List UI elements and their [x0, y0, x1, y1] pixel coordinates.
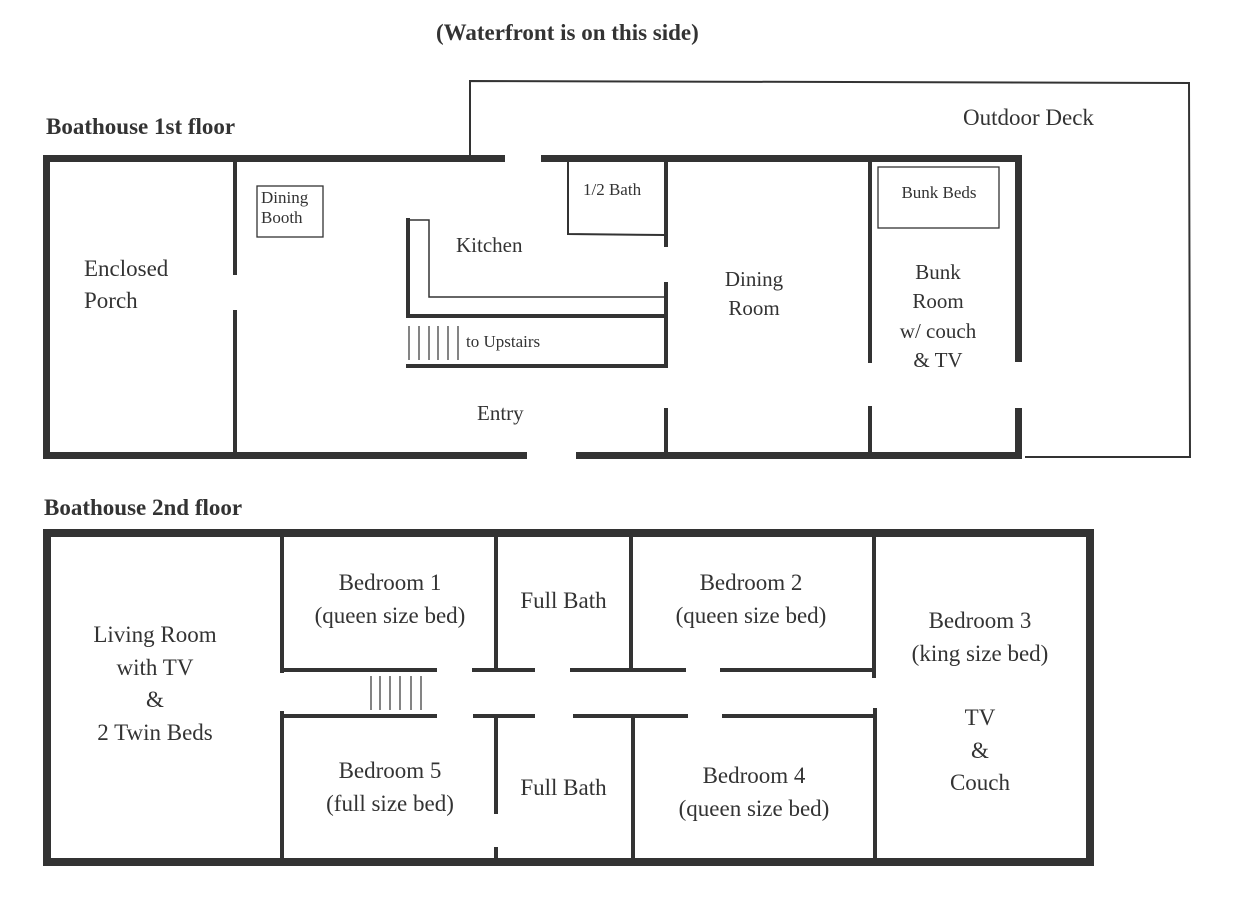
living-wall-upper: [280, 535, 284, 673]
bath-wall-upper-left: [494, 535, 498, 672]
dining-wall-lower: [664, 408, 668, 455]
half-bath-wall: [567, 160, 666, 236]
outer-wall-bottom-left: [43, 452, 527, 459]
outer-wall-top-left: [43, 155, 505, 162]
bath-wall-upper-right: [629, 535, 633, 672]
room-bedroom-3: Bedroom 3 (king size bed): [880, 605, 1080, 670]
room-label-line: Couch: [949, 770, 1011, 796]
hall-upper-d: [720, 668, 875, 672]
kitchen-stair-wall: [406, 314, 666, 318]
room-label-line: 2 Twin Beds: [97, 719, 213, 745]
outer-wall-top-right: [541, 155, 1022, 162]
bunk-beds-box: [877, 166, 1000, 229]
room-bedroom-4: Bedroom 4 (queen size bed): [654, 760, 854, 825]
to-upstairs-label: to Upstairs: [466, 332, 541, 351]
room-label-line: (queen size bed): [675, 602, 827, 628]
room-label-line: (full size bed): [326, 790, 454, 816]
room-label-line: Living Room: [93, 622, 217, 647]
hall-upper-b: [472, 668, 535, 672]
dining-booth: Dining Booth: [261, 188, 308, 229]
bath-wall-lower-right: [631, 716, 635, 861]
room-label-line: Bedroom 3: [928, 608, 1032, 633]
outdoor-deck-outline: [469, 79, 1192, 458]
living-wall-lower: [280, 711, 284, 861]
room-bedroom-1: Bedroom 1 (queen size bed): [290, 567, 490, 632]
first-floor-title: Boathouse 1st floor: [46, 114, 236, 139]
dining-wall-middle: [664, 282, 668, 368]
room-half-bath: 1/2 Bath: [583, 180, 642, 199]
room-kitchen: Kitchen: [456, 233, 523, 257]
room-bedroom-5: Bedroom 5 (full size bed): [290, 755, 490, 820]
hall-lower-a: [280, 714, 437, 718]
bunk-beds: Bunk Beds: [901, 183, 977, 202]
outer-wall-right-lower: [1015, 408, 1022, 459]
hall-upper-a: [280, 668, 437, 672]
room-bedroom-2: Bedroom 2 (queen size bed): [651, 567, 851, 632]
dining-booth-box: [256, 185, 324, 238]
hall-lower-c: [573, 714, 688, 718]
room-living-room: Living Room with TV & 2 Twin Beds: [55, 619, 255, 750]
hall-lower-b: [473, 714, 535, 718]
room-label-line: Bedroom 1: [338, 570, 442, 595]
stairs-icon-first-floor: [408, 326, 459, 360]
bedroom3-wall-upper: [872, 535, 876, 678]
room-bunk-room: Bunk Room w/ couch & TV: [878, 258, 998, 376]
room-label-line: Bedroom 5: [338, 758, 442, 783]
outer-wall-bottom: [43, 858, 1093, 866]
room-label-line: Enclosed: [84, 256, 169, 281]
room-label-line: Porch: [84, 287, 138, 313]
outer-wall-left: [43, 155, 50, 459]
kitchen-counter-outer: [406, 218, 410, 318]
stairs-icon-second-floor: [370, 676, 422, 710]
kitchen-counter-inner: [410, 219, 665, 298]
room-enclosed-porch: Enclosed Porch: [84, 255, 168, 314]
porch-wall-upper: [233, 160, 237, 275]
outer-wall-top: [43, 529, 1093, 537]
bath-wall-lower-left-b: [494, 847, 498, 861]
room-label-line: Room: [728, 296, 780, 321]
outer-wall-left: [43, 529, 51, 866]
bedroom3-wall-lower: [873, 708, 877, 861]
room-label-line: Room: [912, 289, 964, 314]
dining-wall-upper: [664, 160, 668, 247]
room-label-line: with TV: [116, 654, 194, 680]
room-label-line: Dining: [261, 188, 309, 207]
room-label-line: &: [971, 737, 989, 763]
room-label-line: & TV: [913, 348, 963, 373]
room-label-line: Dining: [724, 267, 784, 291]
outer-wall-right: [1086, 529, 1094, 866]
porch-wall-lower: [233, 310, 237, 455]
room-label-line: w/ couch: [899, 318, 977, 343]
bath-wall-lower-left-a: [494, 716, 498, 814]
room-label-line: Booth: [261, 208, 303, 228]
room-label-line: Bedroom 4: [702, 763, 806, 788]
outdoor-deck: Outdoor Deck: [963, 105, 1094, 130]
room-label-line: (queen size bed): [678, 795, 830, 821]
waterfront-note: (Waterfront is on this side): [436, 20, 699, 45]
bunk-room-wall-lower: [868, 406, 872, 455]
bunk-room-wall-upper: [868, 160, 872, 363]
hall-upper-c: [570, 668, 686, 672]
outer-wall-bottom-right: [576, 452, 1022, 459]
outer-wall-right-upper: [1015, 155, 1022, 362]
room-dining-room: Dining Room: [704, 265, 804, 324]
room-label-line: &: [146, 687, 164, 713]
hall-lower-d: [722, 714, 877, 718]
bedroom-3-amenities: TV & Couch: [930, 702, 1030, 800]
stair-bottom-wall: [406, 364, 668, 368]
first-floor-walls: [43, 79, 1192, 459]
room-label-line: (king size bed): [911, 640, 1049, 666]
room-label-line: (queen size bed): [314, 602, 466, 628]
room-entry: Entry: [477, 401, 524, 425]
room-label-line: Bunk: [915, 260, 961, 284]
room-label-line: TV: [964, 705, 996, 730]
room-label-line: Bedroom 2: [699, 570, 803, 595]
second-floor-title: Boathouse 2nd floor: [44, 495, 243, 520]
room-full-bath-lower: Full Bath: [520, 775, 607, 800]
room-full-bath-upper: Full Bath: [520, 588, 607, 613]
second-floor-walls: [43, 529, 1094, 866]
